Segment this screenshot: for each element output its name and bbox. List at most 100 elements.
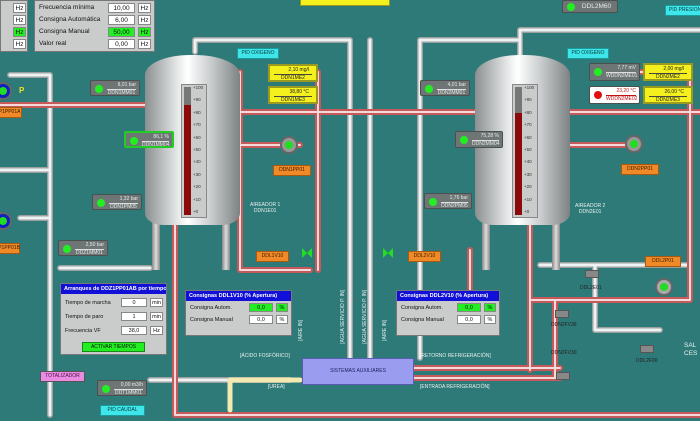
consigna1-panel: Consignas DDL1V10 (% Apertura) Consigna … [185,290,292,336]
meas-id: DDL2M60 [581,3,612,10]
sistemas-auxiliares-button[interactable]: SISTEMAS AUXILIARES [302,358,414,385]
pump-a-tag[interactable]: DDP1PP01A [0,107,22,118]
valve-icon[interactable] [302,248,312,258]
level-fill [184,104,191,215]
tank2-level-readout: 75,28 %DDN2MM04 [455,131,503,148]
auto-field[interactable]: 0,0 [249,303,273,312]
value-field[interactable]: 50,00 [108,26,135,37]
tank1-level-readout: 86,1 %DDN1MM04 [124,131,174,148]
pid-caudal-button[interactable]: PID CAUDAL [100,405,145,416]
manual-field[interactable]: 0,0 [249,315,273,324]
pid-oxigeno-1-button[interactable]: PID OXIGENO [237,48,279,59]
scale-tick: +50 [193,147,201,152]
scale-tick: +10 [524,196,532,202]
valve-label: DDN2FV30 [551,350,577,356]
unit: Hz [138,14,151,25]
pump-icon[interactable] [625,135,643,153]
pid-oxigeno-2-button[interactable]: PID OXIGENO [567,48,609,59]
pump2-tag[interactable]: DDN2PP01 [621,164,659,175]
value-field: 0,00 [108,38,135,49]
unit: Hz [13,14,26,25]
label: Consigna Manual [39,28,90,35]
value-field[interactable]: 38,0 [121,326,147,335]
pump-icon[interactable] [0,212,12,230]
scale-tick: +30 [524,171,532,177]
tank-leg [222,215,230,270]
scale-tick: +60 [193,134,201,140]
valve-icon[interactable] [555,310,569,318]
vf-panel-partial: Hz Hz Hz Hz [0,0,28,52]
panel-title: Consignas DDL1V10 (% Apertura) [186,291,291,301]
label: Consigna Autom. [401,304,443,311]
label: Consigna Manual [401,316,444,323]
tank-leg [552,215,560,270]
value-field[interactable]: 0 [121,298,147,307]
label: Tiempo de marcha [65,299,111,306]
valve-label: DDN2FV36 [551,322,577,328]
valve2-tag[interactable]: DDL2V10 [408,251,441,262]
valve-icon[interactable] [383,248,393,258]
unit: % [276,315,288,324]
pump-icon[interactable] [0,82,12,100]
valve1-tag[interactable]: DDL1V10 [256,251,289,262]
scale-tick: +60 [524,134,532,140]
unit: % [484,315,496,324]
aire-in-label: [AIRE IN] [382,320,388,341]
scale-tick: +30 [193,171,201,177]
value-field[interactable]: 1 [121,312,147,321]
urea-label: [UREA] [268,384,285,390]
scale-tick: +90 [193,97,201,103]
arranques-panel: Arranques de DDZ1PP01AB por tiempo Tiemp… [60,283,167,355]
value-field[interactable]: 10,00 [108,2,135,13]
agua-label: [AGUA SERVICIO P. IN] [340,290,346,344]
scale-tick: +100 [524,85,535,90]
manual-field[interactable]: 0,0 [457,315,481,324]
unit: min [150,312,163,321]
scale-tick: +80 [193,109,201,115]
scale-tick: +100 [193,85,204,90]
scale-tick: +20 [524,184,532,190]
unit: Hz [13,26,26,37]
tank-leg [152,215,160,270]
totalizador-button[interactable]: TOTALIZADOR [40,371,85,382]
valve-icon[interactable] [556,372,570,380]
pump-icon[interactable] [280,136,298,154]
pump-icon[interactable] [655,278,673,296]
panel-title: Consignas DDL2V10 (% Apertura) [397,291,499,301]
scale-tick: +40 [193,159,201,165]
value-field[interactable]: 6,00 [108,14,135,25]
valve-icon[interactable] [640,345,654,353]
pump1-tag[interactable]: DDN1PP01 [273,165,311,176]
pump-b-tag[interactable]: DDP1PP01B [0,243,20,254]
label: Tiempo de paro [65,313,104,320]
label: Frecuencia mínima [39,4,95,11]
activar-tiempos-button[interactable]: ACTIVAR TIEMPOS [82,342,145,352]
acido-label: [ÁCIDO FOSFÓRICO] [240,353,290,359]
retorno-label: [RETORNO REFRIGERACIÓN] [420,353,491,359]
auto-field[interactable]: 0,0 [457,303,481,312]
agua-label: [AGUA SERVICIO P. IN] [362,290,368,344]
label: Consigna Manual [190,316,233,323]
label: Consigna Autom. [190,304,232,311]
valve-label: DDL2E01 [580,285,602,291]
scale-tick: +20 [193,184,201,190]
unit: Hz [138,38,151,49]
scale-tick: +40 [524,159,532,165]
right-pump-tag[interactable]: DDL2P01 [645,256,681,267]
label: Frecuencia VF [65,327,101,334]
valve-icon[interactable] [585,270,599,278]
pid-presion-button[interactable]: PID PRESION [665,5,700,16]
unit: % [484,303,496,312]
p-label: P [19,86,25,95]
scale-tick: +90 [524,97,532,103]
